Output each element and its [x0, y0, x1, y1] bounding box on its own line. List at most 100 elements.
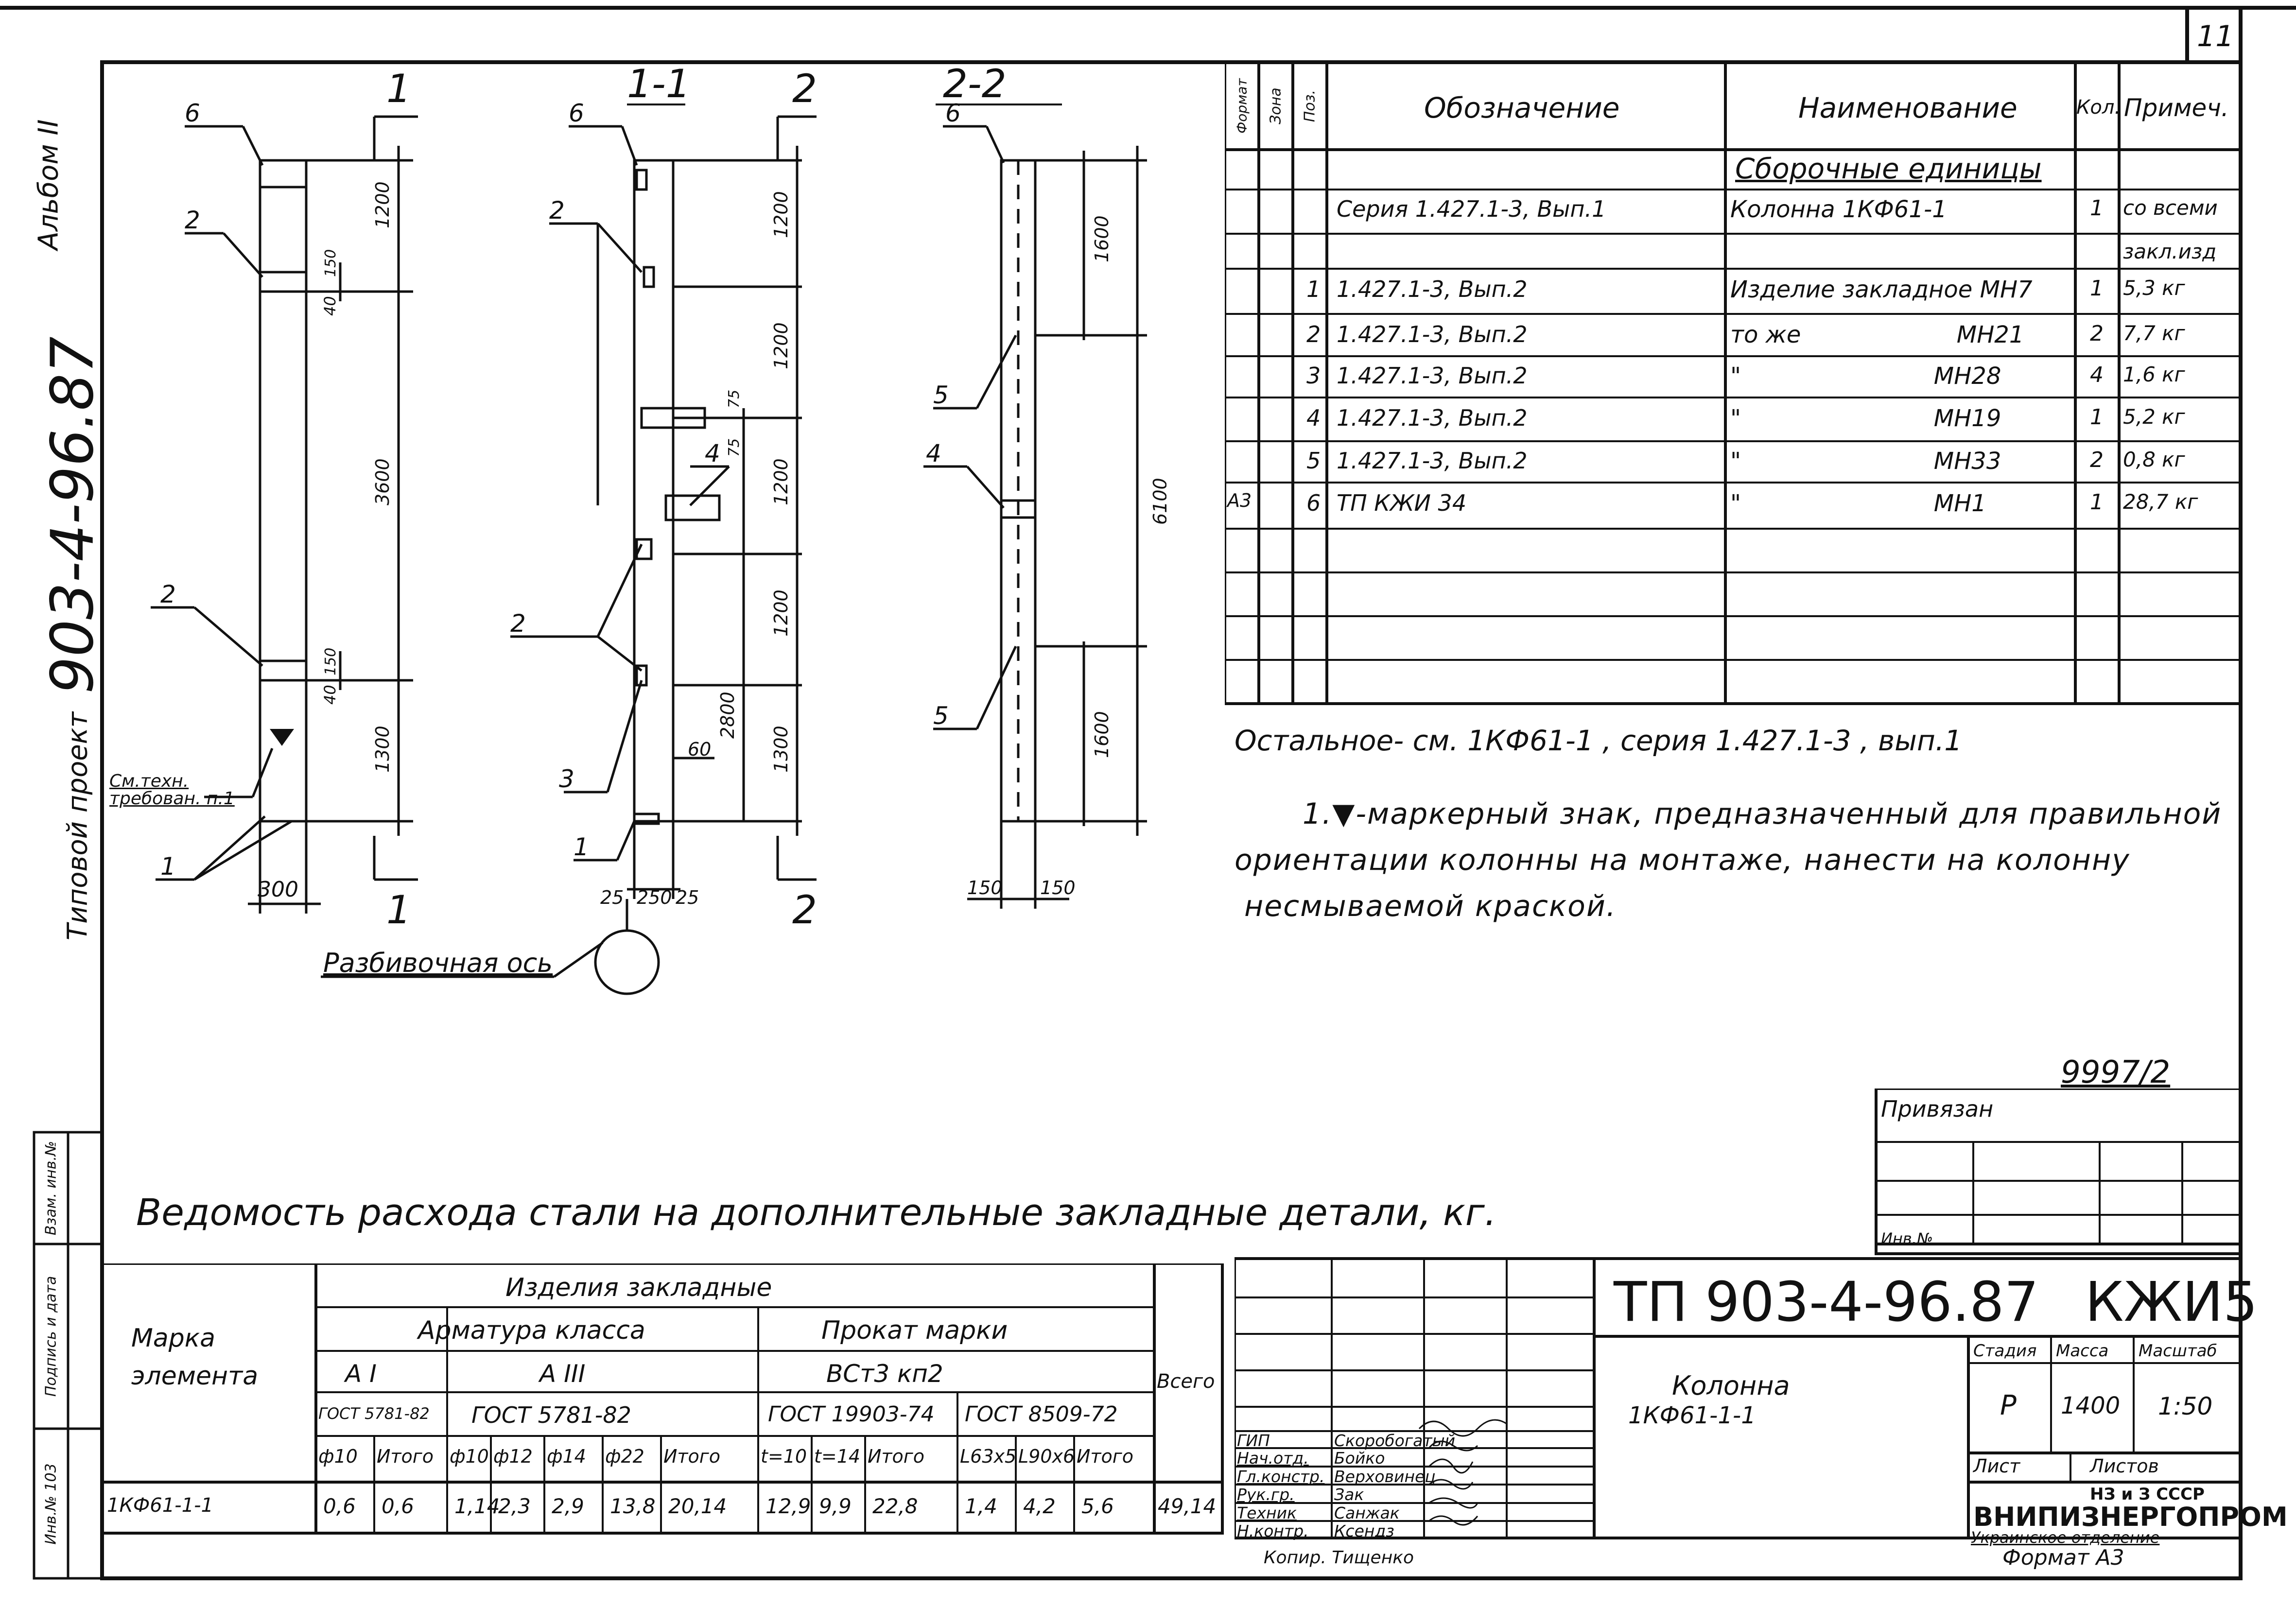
- mass-label: Масса: [2056, 1341, 2109, 1361]
- spec-cell-note: 5,2 кг: [2123, 405, 2185, 429]
- steel-value-cell: 1,4: [965, 1494, 997, 1518]
- spec-cell-designation: 1.427.1-3, Вып.2: [1337, 276, 1528, 302]
- steel-table: Марка элемента Изделия закладные Арматур…: [102, 1263, 1225, 1536]
- dim-sec1-25-right: 25: [676, 887, 699, 908]
- dim-sec2-150-right: 150: [1040, 877, 1076, 899]
- steel-value-cell: 2,9: [552, 1494, 584, 1518]
- title-block: Привязан Инв.№ ТП 903-4-96.87 КЖИ5 Колон…: [1235, 1089, 2288, 1578]
- steel-gost-a3: ГОСТ 5781-82: [471, 1402, 631, 1428]
- leader-5-sec2-bottom: 5: [933, 702, 949, 730]
- cut-mark-bottom-1: 1: [386, 887, 411, 933]
- dim-sec1-250: 250: [637, 887, 672, 908]
- scale-label: Масштаб: [2139, 1341, 2217, 1361]
- spec-cell-pos: 1: [1306, 276, 1321, 302]
- steel-value-cell: 5,6: [1081, 1494, 1114, 1518]
- leader-1-sec1: 1: [574, 833, 589, 861]
- leader-6-elev: 6: [185, 99, 200, 127]
- stamp-inv-number: Инв.№ 103: [42, 1463, 60, 1545]
- spec-cell-note: 28,7 кг: [2123, 490, 2198, 514]
- org-line2: ВНИПИЗНЕРГОПРОМ: [1973, 1502, 2288, 1532]
- signer-role: Техник: [1237, 1503, 1297, 1522]
- spec-cell-designation: ТП КЖИ 34: [1337, 490, 1467, 516]
- dim-sec2-1600-bottom: 1600: [1091, 711, 1113, 758]
- steel-col-mark: Марка элемента: [131, 1324, 259, 1391]
- steel-row-total: 49,14: [1158, 1494, 1217, 1518]
- dim-sec1-2800: 2800: [717, 691, 738, 739]
- spec-cell-qty: 1: [2090, 276, 2104, 301]
- stage-value: Р: [2000, 1390, 2017, 1421]
- steel-col-header: ф14: [547, 1446, 586, 1467]
- steel-gost-angle: ГОСТ 8509-72: [965, 1402, 1118, 1427]
- leader-3-sec1: 3: [559, 765, 574, 793]
- steel-value-cell: 20,14: [668, 1494, 727, 1518]
- spec-table: Формат Зона Поз. Обозначение Наименовани…: [1225, 62, 2241, 706]
- spec-header-note: Примеч.: [2124, 94, 2229, 122]
- steel-col-header: ф10: [450, 1446, 489, 1467]
- leader-2-elev-top: 2: [185, 206, 200, 234]
- dim-elev-1300: 1300: [372, 726, 393, 773]
- signer-role: ГИП: [1237, 1431, 1270, 1450]
- spec-header-format: Формат: [1234, 78, 1250, 134]
- spec-cell-note: со всеми: [2123, 196, 2218, 220]
- steel-value-cell: 4,2: [1023, 1494, 1056, 1518]
- dim-sec2-1600-top: 1600: [1091, 215, 1113, 262]
- note-1-line3: несмываемой краской.: [1244, 889, 1617, 923]
- signer-name: Санжак: [1334, 1503, 1400, 1522]
- steel-col-header: ф10: [318, 1446, 358, 1467]
- signer-role: Н.контр.: [1237, 1521, 1309, 1540]
- format-label: Формат А3: [2002, 1545, 2124, 1570]
- leader-2-elev-bottom: 2: [160, 580, 176, 608]
- steel-col-header: t=14: [814, 1446, 861, 1467]
- leader-2-sec1-top: 2: [549, 196, 565, 225]
- spec-header-qty: Кол.: [2076, 96, 2121, 119]
- steel-total-header: Всего: [1157, 1370, 1215, 1393]
- steel-value-cell: 2,3: [498, 1494, 531, 1518]
- leader-2-sec1-bottom: 2: [510, 609, 526, 638]
- leader-4-sec2: 4: [926, 439, 941, 467]
- dim-sec2-150-left: 150: [967, 877, 1003, 899]
- cut-mark-top-2: 2: [792, 66, 817, 111]
- steel-class-a1: А I: [345, 1360, 377, 1388]
- leader-5-sec2-top: 5: [933, 381, 949, 409]
- note-1-line2: ориентации колонны на монтаже, нанести н…: [1235, 843, 2130, 877]
- spec-cell-name: " МН1: [1730, 490, 1986, 517]
- steel-row-mark: 1КФ61-1-1: [107, 1494, 213, 1517]
- column-section-1-1: [633, 159, 675, 823]
- scale-value: 1:50: [2158, 1392, 2213, 1420]
- spec-cell-pos: 2: [1306, 321, 1321, 347]
- steel-value-cell: 13,8: [610, 1494, 656, 1518]
- spec-cell-qty: 1: [2090, 405, 2104, 430]
- cut-mark-top-1: 1: [386, 66, 411, 111]
- sheet-number: 11: [2197, 19, 2234, 53]
- spec-cell-pos: 5: [1306, 448, 1321, 474]
- steel-value-cell: 22,8: [872, 1494, 918, 1518]
- dim-sec1-75-b: 75: [726, 438, 743, 457]
- note-other: Остальное- см. 1КФ61-1 , серия 1.427.1-3…: [1235, 724, 1963, 757]
- spec-cell-designation: Серия 1.427.1-3, Вып.1: [1337, 196, 1606, 222]
- steel-col-header: t=10: [761, 1446, 807, 1467]
- spec-cell-qty: 1: [2090, 196, 2104, 221]
- steel-col-header: ф12: [493, 1446, 533, 1467]
- steel-value-cell: 12,9: [765, 1494, 811, 1518]
- spec-header-zone: Зона: [1267, 87, 1285, 124]
- dim-sec1-1300: 1300: [770, 726, 792, 773]
- dim-sec1-60: 60: [688, 739, 711, 760]
- dim-sec1-25-left: 25: [600, 887, 624, 908]
- dim-elev-40-top: 40: [321, 296, 339, 316]
- sheet-code: КЖИ5: [2085, 1271, 2258, 1334]
- steel-col-header: L90х6: [1018, 1446, 1075, 1467]
- dim-sec1-1200-a: 1200: [770, 191, 792, 238]
- signer-role: Гл.констр.: [1237, 1467, 1325, 1486]
- steel-value-cell: 0,6: [382, 1494, 414, 1518]
- signer-name: Скоробогатый: [1334, 1431, 1456, 1450]
- stamp-signature-date: Подпись и дата: [42, 1276, 60, 1397]
- spec-cell-designation: 1.427.1-3, Вып.2: [1337, 448, 1528, 474]
- object-line2: 1КФ61-1-1: [1628, 1402, 1756, 1429]
- tech-req-note: См.техн. требован. п.1: [109, 771, 235, 809]
- dim-elev-1200: 1200: [372, 181, 393, 228]
- spec-cell-note: 1,6 кг: [2123, 363, 2185, 386]
- dim-elev-150-top: 150: [322, 249, 339, 277]
- privyazan-label: Привязан: [1881, 1096, 1994, 1122]
- spec-cell-designation: 1.427.1-3, Вып.2: [1337, 363, 1528, 389]
